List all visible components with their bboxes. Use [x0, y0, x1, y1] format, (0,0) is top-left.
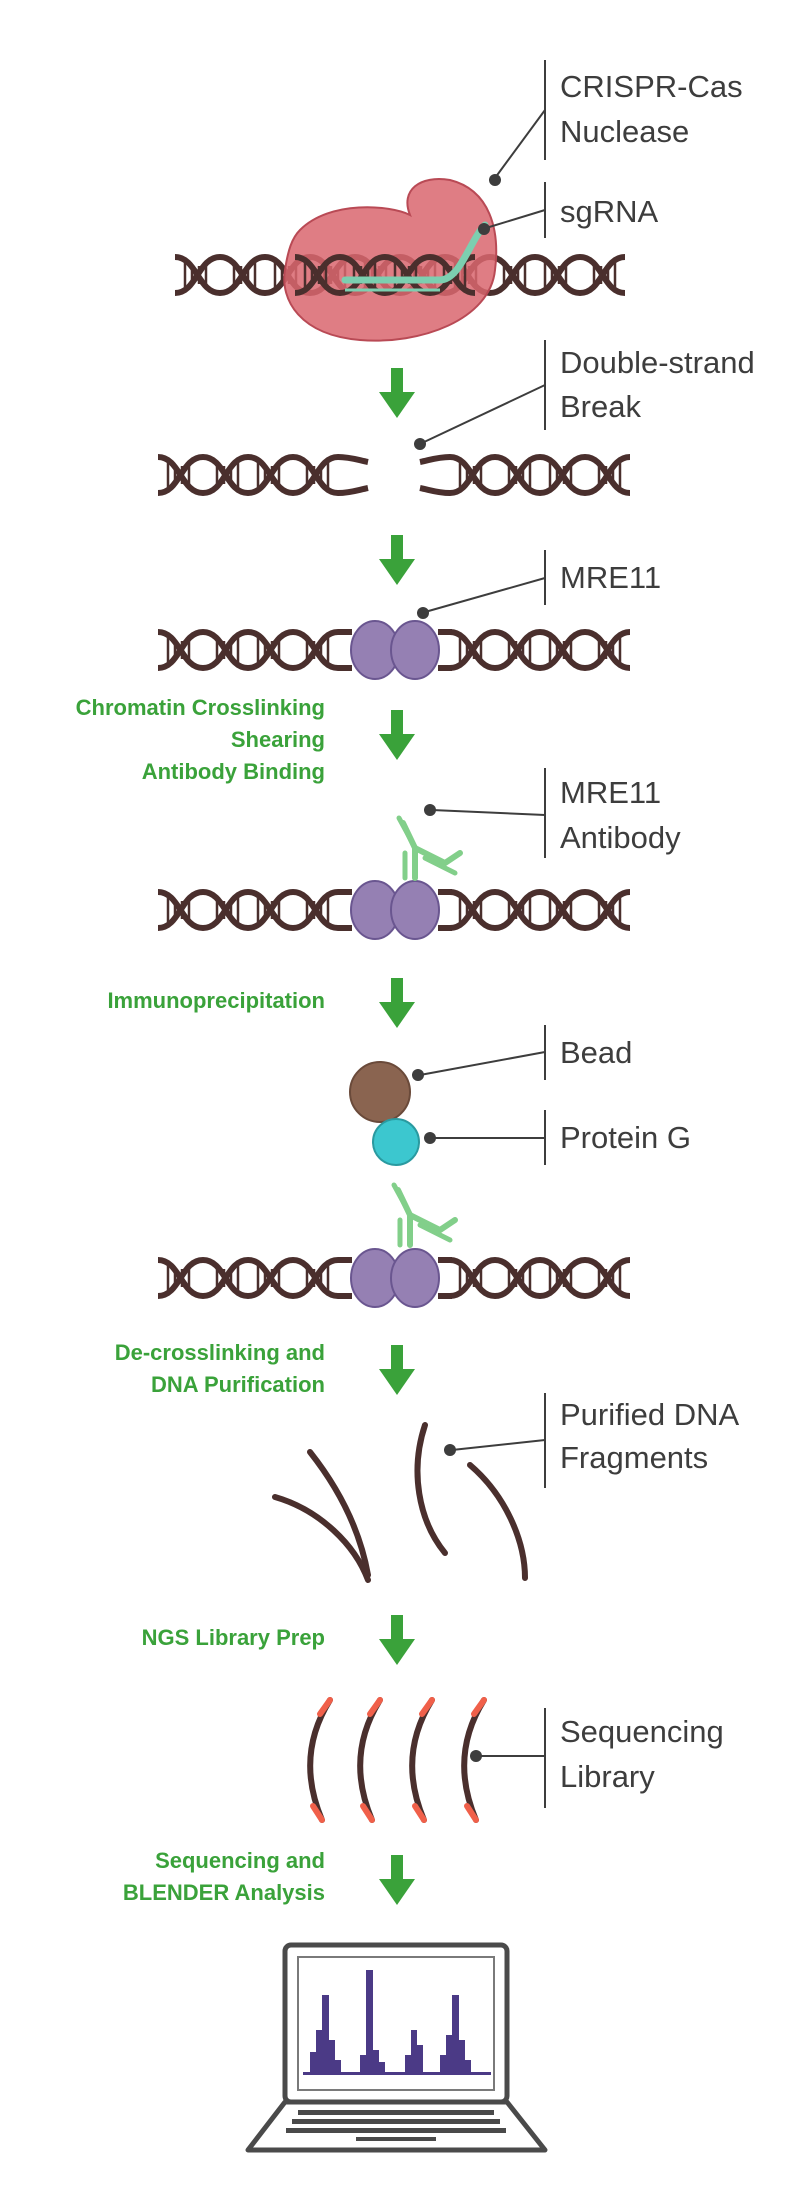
label-crispr-line2: Nuclease	[560, 114, 689, 149]
callout-mre11: MRE11	[417, 550, 661, 619]
dsb-stage	[158, 457, 630, 493]
step-decross-line2: DNA Purification	[151, 1372, 325, 1397]
step-ngs: NGS Library Prep	[142, 1625, 325, 1650]
callout-antibody: MRE11 Antibody	[424, 768, 681, 858]
callout-dsb: Double-strand Break	[414, 340, 755, 450]
dna-fragments-icon	[272, 1422, 528, 1583]
protein-g-icon	[372, 1118, 420, 1166]
callout-protein-g: Protein G	[424, 1110, 691, 1165]
label-antibody-line1: MRE11	[560, 775, 661, 810]
label-protein-g: Protein G	[560, 1120, 691, 1155]
step-crosslinking: Chromatin Crosslinking Shearing Antibody…	[76, 695, 325, 784]
callout-sgrna: sgRNA	[478, 182, 659, 238]
down-arrow-icon	[379, 535, 415, 585]
label-antibody-line2: Antibody	[560, 820, 681, 855]
label-mre11: MRE11	[560, 560, 661, 595]
step-crosslink-line1: Chromatin Crosslinking	[76, 695, 325, 720]
sequencing-peaks-chart	[303, 1970, 491, 2075]
bead-icon	[349, 1061, 411, 1123]
step-decrosslinking: De-crosslinking and DNA Purification	[115, 1340, 325, 1397]
step-sequencing: Sequencing and BLENDER Analysis	[123, 1848, 325, 1905]
label-library-line2: Library	[560, 1759, 655, 1794]
label-library-line1: Sequencing	[560, 1714, 724, 1749]
callout-library: Sequencing Library	[470, 1708, 724, 1808]
sequencing-library-icon	[307, 1697, 487, 1823]
label-dsb-line2: Break	[560, 389, 641, 424]
down-arrow-icon	[379, 710, 415, 760]
bead-stage	[158, 1061, 630, 1308]
laptop-icon	[245, 1942, 548, 2153]
step-seq-line2: BLENDER Analysis	[123, 1880, 325, 1905]
callout-bead: Bead	[412, 1025, 632, 1081]
step-crosslink-line2: Shearing	[231, 727, 325, 752]
down-arrow-icon	[379, 1855, 415, 1905]
down-arrow-icon	[379, 1345, 415, 1395]
mre11-stage	[158, 620, 630, 680]
label-sgrna: sgRNA	[560, 194, 659, 229]
step-crosslink-line3: Antibody Binding	[142, 759, 325, 784]
label-dsb-line1: Double-strand	[560, 345, 755, 380]
label-bead: Bead	[560, 1035, 632, 1070]
crispr-stage	[175, 178, 625, 342]
label-fragments-line2: Fragments	[560, 1440, 708, 1475]
label-crispr-line1: CRISPR-Cas	[560, 69, 743, 104]
step-seq-line1: Sequencing and	[155, 1848, 325, 1873]
down-arrow-icon	[379, 978, 415, 1028]
label-fragments-line1: Purified DNA	[560, 1397, 739, 1432]
step-decross-line1: De-crosslinking and	[115, 1340, 325, 1365]
down-arrow-icon	[379, 1615, 415, 1665]
antibody-stage	[158, 818, 630, 940]
step-ip: Immunoprecipitation	[107, 988, 325, 1013]
callout-crispr: CRISPR-Cas Nuclease	[489, 60, 743, 186]
antibody-icon	[399, 818, 460, 878]
down-arrow-icon	[379, 368, 415, 418]
callout-fragments: Purified DNA Fragments	[444, 1393, 739, 1488]
